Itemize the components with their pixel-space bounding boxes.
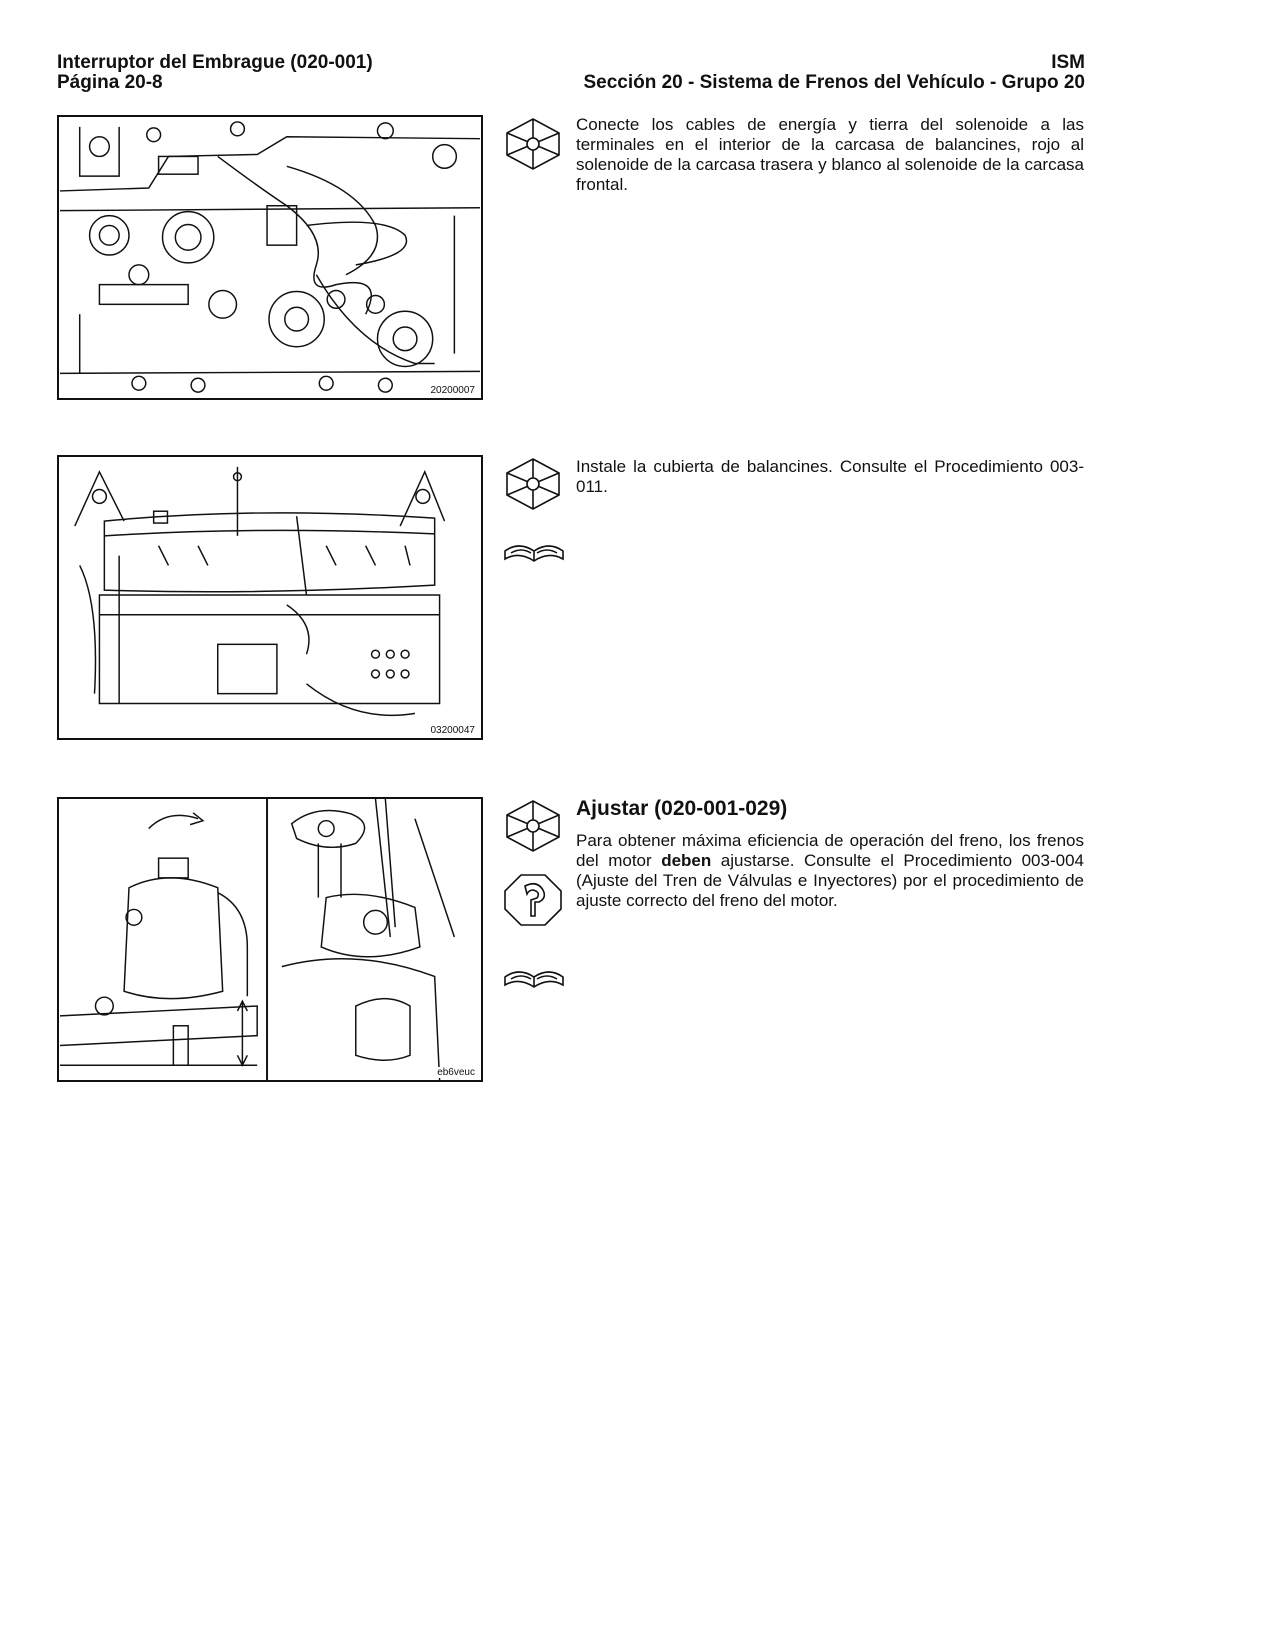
engine-model: ISM: [1051, 52, 1085, 73]
section-subtitle: Sección 20 - Sistema de Frenos del Vehíc…: [583, 72, 1085, 93]
step-3-text-bold: deben: [661, 851, 712, 870]
rocker-cover-illustration: [74, 466, 446, 717]
step-3-text-part1: Para obtener máxima eficiencia de operac…: [576, 831, 1084, 870]
step-3-text-part2: ajustarse. Consulte el Procedimiento 003…: [576, 851, 1084, 910]
page-header-left: Interruptor del Embrague (020-001) Págin…: [57, 53, 373, 93]
step-3-text: Para obtener máxima eficiencia de operac…: [576, 831, 1084, 911]
open-book-icon: [503, 963, 565, 993]
adjust-wrench-icon: [503, 872, 563, 928]
figure-label: 03200047: [428, 725, 477, 736]
install-wrench-icon: [503, 455, 563, 513]
step-2-text: Instale la cubierta de balancines. Consu…: [576, 457, 1084, 496]
section-title: Interruptor del Embrague (020-001): [57, 52, 373, 73]
install-wrench-icon: [503, 115, 563, 173]
figure-label: eb6veuc: [435, 1067, 477, 1078]
install-wrench-icon: [503, 797, 563, 855]
step-3-heading: Ajustar (020-001-029): [576, 797, 788, 820]
figure-solenoid-wiring: 20200007: [57, 115, 483, 400]
brake-adjust-illustration: [59, 799, 456, 1080]
page-number: Página 20-8: [57, 72, 163, 93]
figure-brake-adjust: eb6veuc: [57, 797, 483, 1082]
figure-label: 20200007: [428, 385, 477, 396]
figure-rocker-cover: 03200047: [57, 455, 483, 740]
step-1-text: Conecte los cables de energía y tierra d…: [576, 115, 1084, 194]
page-header-right: ISM Sección 20 - Sistema de Frenos del V…: [583, 53, 1085, 93]
solenoid-wiring-illustration: [59, 121, 481, 393]
open-book-icon: [503, 537, 565, 567]
